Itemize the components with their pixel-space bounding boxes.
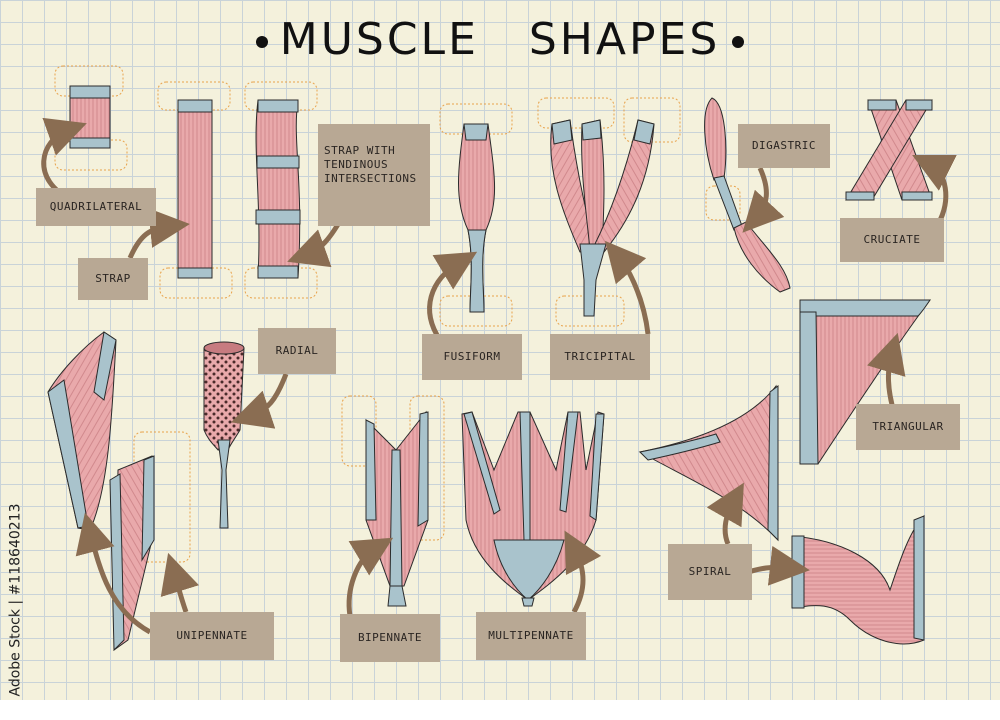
title-word-shapes: SHAPES xyxy=(528,14,721,65)
label-fusiform: FUSIFORM xyxy=(422,334,522,380)
radial-muscle-illustration xyxy=(203,341,289,529)
quadrilateral-muscle-illustration xyxy=(41,65,128,203)
label-radial: RADIAL xyxy=(258,328,336,374)
stock-id-text: Adobe Stock | #118640213 xyxy=(7,503,23,697)
label-strap-tendinous-line2: TENDINOUS xyxy=(324,158,389,171)
page-title: MUSCLE SHAPES xyxy=(0,14,1000,65)
label-cruciate: CRUCIATE xyxy=(840,218,944,262)
footer-strip xyxy=(0,700,1000,720)
strap-muscle-illustration xyxy=(127,81,233,299)
fusiform-muscle-illustration xyxy=(427,103,513,342)
label-tricipital: TRICIPITAL xyxy=(550,334,650,380)
label-unipennate: UNIPENNATE xyxy=(150,612,274,660)
strap-tendinous-muscle-illustration xyxy=(244,81,348,299)
label-triangular: TRIANGULAR xyxy=(856,404,960,450)
label-strap-tendinous-line1: STRAP WITH xyxy=(324,144,396,157)
label-digastric: DIGASTRIC xyxy=(738,124,830,168)
label-strap-tendinous-line3: INTERSECTIONS xyxy=(324,172,417,185)
bullet-dot-icon xyxy=(732,36,745,48)
label-strap-tendinous: STRAP WITH TENDINOUS INTERSECTIONS xyxy=(318,124,430,226)
multipennate-muscle-illustration xyxy=(461,411,605,614)
unipennate-muscle-illustration xyxy=(47,331,199,652)
label-strap: STRAP xyxy=(78,258,148,300)
digastric-muscle-illustration xyxy=(704,97,791,293)
title-word-muscle: MUSCLE xyxy=(279,14,479,65)
label-multipennate: MULTIPENNATE xyxy=(476,612,586,660)
label-spiral: SPIRAL xyxy=(668,544,752,600)
cruciate-muscle-illustration xyxy=(845,99,957,226)
label-bipennate: BIPENNATE xyxy=(340,614,440,662)
bullet-dot-icon xyxy=(255,36,268,48)
bipennate-muscle-illustration xyxy=(341,395,445,617)
stock-id-watermark: Adobe Stock | #118640213 xyxy=(0,480,30,720)
tricipital-muscle-illustration xyxy=(537,97,681,335)
label-quadrilateral: QUADRILATERAL xyxy=(36,188,156,226)
spiral-muscle-illustration xyxy=(638,384,925,645)
